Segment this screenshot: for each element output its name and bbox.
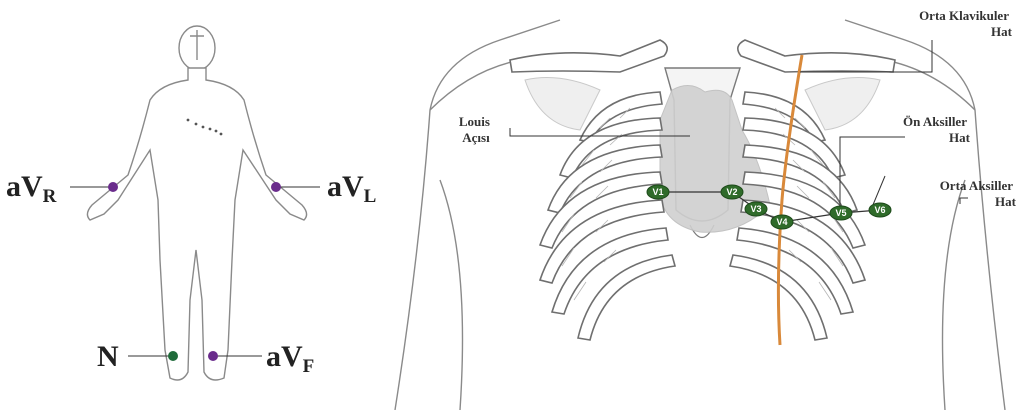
avf-label: aVF xyxy=(266,340,314,377)
avr-electrode xyxy=(108,182,118,192)
electrode-v4: V4 xyxy=(771,215,793,229)
svg-text:V1: V1 xyxy=(652,187,663,197)
n-electrode xyxy=(168,351,178,361)
electrode-v3: V3 xyxy=(745,202,767,216)
avl-electrode xyxy=(271,182,281,192)
electrode-v1: V1 xyxy=(647,185,669,199)
orta-klavikuler-label: Orta Klavikuler Hat xyxy=(919,8,1013,39)
avf-electrode xyxy=(208,351,218,361)
avr-label: aVR xyxy=(6,170,57,207)
louis-acisi-label: Louis Açısı xyxy=(459,114,493,145)
svg-text:V2: V2 xyxy=(726,187,737,197)
svg-text:V6: V6 xyxy=(874,205,885,215)
right-clavicle xyxy=(738,40,895,72)
chest-diagram: V1 V2 V3 V4 V5 V6 xyxy=(395,8,1017,410)
electrode-v2: V2 xyxy=(721,185,743,199)
on-aksiller-label: Ön Aksiller Hat xyxy=(903,114,971,145)
svg-text:V5: V5 xyxy=(835,208,846,218)
left-clavicle xyxy=(510,40,667,72)
orta-aksiller-label: Orta Aksiller Hat xyxy=(940,178,1017,209)
electrode-v6: V6 xyxy=(869,203,891,217)
left-ribs xyxy=(540,92,675,340)
n-label: N xyxy=(97,340,119,373)
avl-label: aVL xyxy=(327,170,376,207)
electrode-v5: V5 xyxy=(830,206,852,220)
human-figure: aVR aVL N aVF xyxy=(6,26,376,380)
svg-text:V4: V4 xyxy=(776,217,787,227)
svg-text:V3: V3 xyxy=(750,204,761,214)
